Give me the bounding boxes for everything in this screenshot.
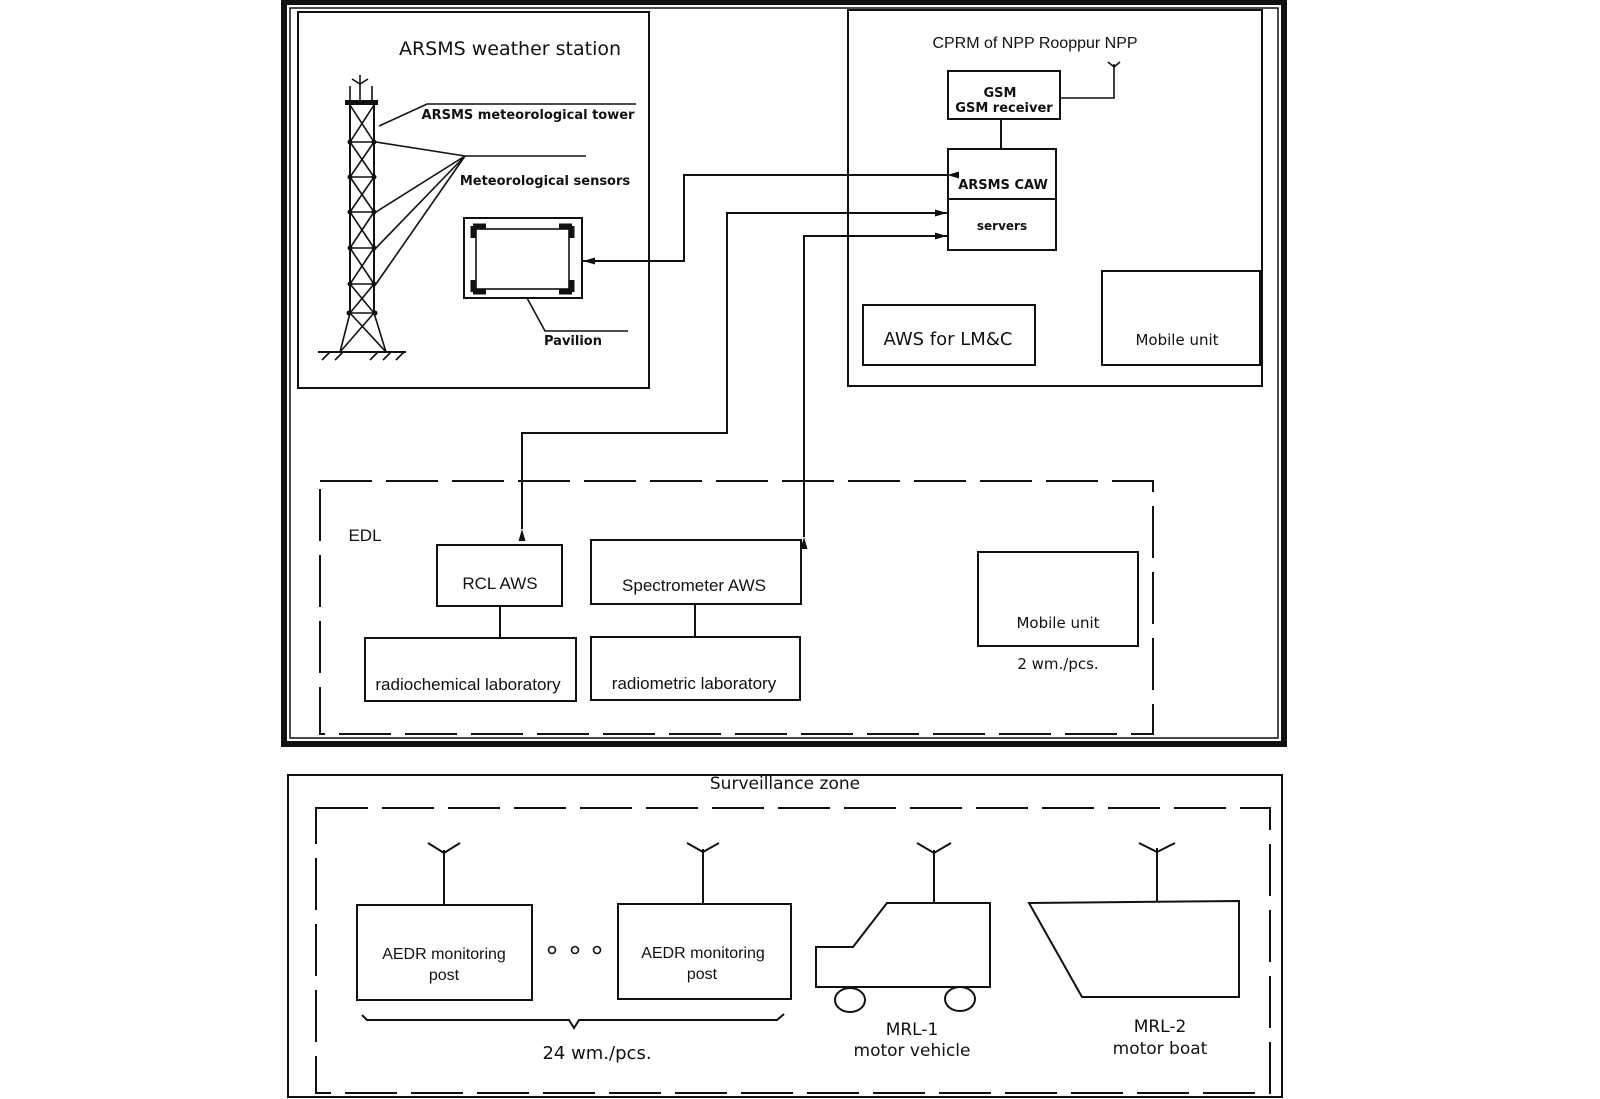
arsms-caw-box bbox=[947, 148, 1057, 200]
radiometric-lab-label: radiometric laboratory bbox=[612, 674, 777, 693]
edl-zone: EDL RCL AWS Spectrometer AWS radiochemic… bbox=[319, 480, 1154, 735]
monitoring-post-label-line2: post bbox=[687, 966, 718, 983]
aws-lmc-label: AWS for LM&C bbox=[884, 329, 1013, 350]
gsm-receiver-label: GSM receiver bbox=[955, 101, 1053, 116]
monitoring-post-1: AEDR monitoring post bbox=[356, 842, 533, 1001]
surveillance-zone-title: Surveillance zone bbox=[710, 774, 860, 794]
spectrometer-aws-box bbox=[590, 539, 802, 605]
surveillance-dashed-border bbox=[315, 807, 1271, 1094]
posts-count-label: 24 wm./pcs. bbox=[542, 1043, 651, 1064]
spectrometer-aws-label: Spectrometer AWS bbox=[622, 576, 766, 595]
sensor-lines bbox=[375, 155, 466, 285]
cprm-title: CPRM of NPP Rooppur NPP bbox=[932, 35, 1137, 52]
radiochemical-lab-box bbox=[364, 637, 577, 702]
rcl-aws-box bbox=[436, 544, 563, 607]
rcl-aws-label: RCL AWS bbox=[462, 574, 537, 593]
upper-frame-inner-border bbox=[289, 7, 1279, 739]
boat-type-label: motor boat bbox=[1113, 1039, 1208, 1059]
servers-label: servers bbox=[977, 219, 1027, 233]
monitoring-post-label-line1: AEDR monitoring bbox=[382, 946, 506, 963]
motor-vehicle-icon bbox=[815, 842, 991, 1013]
edl-mobile-unit-count: 2 wm./pcs. bbox=[1017, 655, 1098, 673]
radiometric-lab-box bbox=[590, 636, 801, 701]
pavilion-label-leader bbox=[526, 297, 628, 332]
tower-label: ARSMS meteorological tower bbox=[422, 108, 636, 123]
edl-mobile-unit-label: Mobile unit bbox=[1016, 614, 1099, 632]
weather-station-panel: ARSMS weather station bbox=[297, 11, 650, 389]
spectrometer-servers-link-arrow bbox=[800, 232, 947, 549]
servers-box bbox=[947, 198, 1057, 251]
arsms-caw-label: ARSMS CAW bbox=[958, 178, 1048, 193]
gsm-label: GSM bbox=[984, 86, 1017, 101]
monitoring-post-label-line2: post bbox=[429, 967, 460, 984]
meteorological-tower-icon bbox=[318, 75, 406, 361]
edl-mobile-unit-box bbox=[977, 551, 1139, 647]
monitoring-post-2: AEDR monitoring post bbox=[617, 842, 792, 1000]
ellipsis-dots bbox=[547, 945, 602, 955]
monitoring-post-label-line1: AEDR monitoring bbox=[641, 945, 765, 962]
sensors-label: Meteorological sensors bbox=[460, 174, 631, 189]
monitoring-post-box bbox=[356, 904, 533, 1001]
wheel-icon bbox=[834, 987, 866, 1013]
pavilion-caw-link-arrow bbox=[583, 171, 959, 265]
posts-group-brace bbox=[361, 1013, 785, 1030]
edl-dashed-border bbox=[319, 480, 1154, 735]
pavilion-label: Pavilion bbox=[544, 334, 602, 349]
cprm-mobile-unit-label: Mobile unit bbox=[1135, 331, 1218, 349]
wheel-icon bbox=[944, 986, 976, 1012]
weather-station-title: ARSMS weather station bbox=[399, 38, 621, 60]
surveillance-zone-box bbox=[287, 774, 1283, 1098]
antenna-icon bbox=[1138, 842, 1176, 902]
antenna-icon bbox=[427, 842, 461, 905]
radiochemical-lab-label: radiochemical laboratory bbox=[375, 675, 561, 694]
pavilion-icon bbox=[463, 217, 583, 299]
antenna-icon bbox=[686, 842, 720, 904]
vehicle-type-label: motor vehicle bbox=[854, 1041, 971, 1061]
vehicle-name-label: MRL-1 bbox=[886, 1020, 939, 1040]
edl-title: EDL bbox=[348, 526, 381, 545]
gsm-antenna-icon bbox=[1060, 61, 1121, 99]
boat-name-label: MRL-2 bbox=[1134, 1017, 1187, 1037]
upper-frame-outer-border bbox=[281, 0, 1287, 747]
monitoring-post-box bbox=[617, 903, 792, 1000]
surveillance-zone-panel: Surveillance zone AEDR monitoring post A… bbox=[287, 774, 1283, 1098]
gsm-receiver-box bbox=[947, 70, 1061, 120]
antenna-icon bbox=[916, 842, 952, 903]
cprm-panel: CPRM of NPP Rooppur NPP GSM GSM receiver… bbox=[847, 9, 1263, 387]
sensors-label-leader bbox=[375, 141, 586, 157]
cprm-mobile-unit-box bbox=[1101, 270, 1261, 366]
tower-label-leader bbox=[378, 103, 636, 127]
rcl-servers-link-arrow bbox=[518, 209, 947, 541]
motor-boat-icon bbox=[1027, 842, 1240, 998]
